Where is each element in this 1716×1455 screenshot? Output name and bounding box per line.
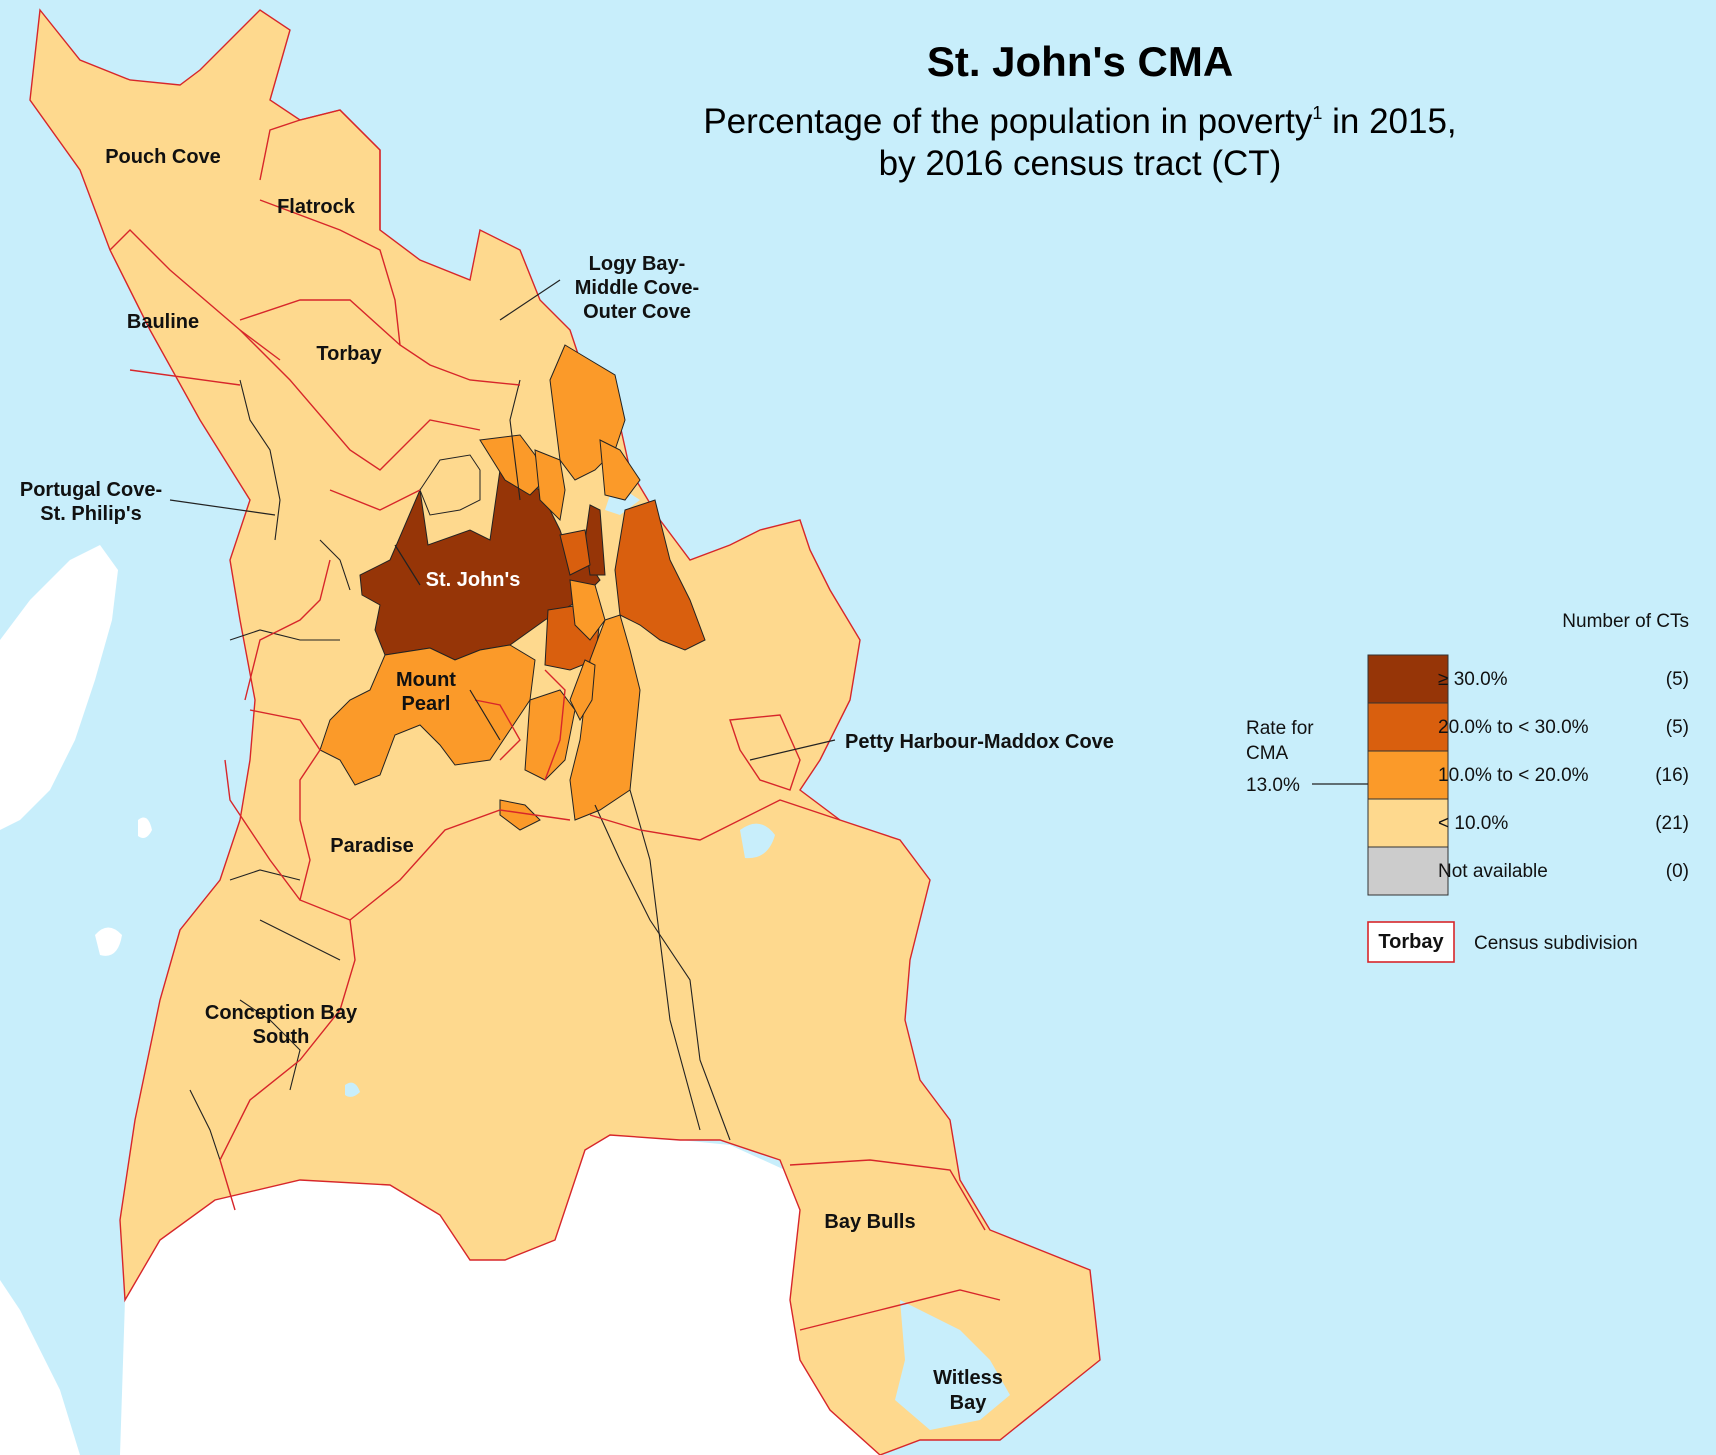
witless-island	[1010, 1351, 1035, 1386]
legend-label-3: 10.0% to < 20.0%	[1438, 765, 1589, 786]
label-bay-bulls: Bay Bulls	[824, 1211, 915, 1233]
legend-count-2: (5)	[1666, 717, 1689, 738]
label-mount-pearl-1: Mount	[396, 669, 456, 691]
leader-petty	[749, 739, 836, 761]
label-torbay: Torbay	[316, 343, 382, 365]
label-portugal-2: St. Philip's	[40, 503, 141, 525]
csd-boundaries	[109, 109, 1001, 1331]
label-logy-2: Middle Cove-	[575, 277, 699, 299]
legend-swatch-3	[1367, 750, 1449, 800]
legend-label-4: < 10.0%	[1438, 813, 1508, 834]
label-logy-1: Logy Bay-	[589, 253, 686, 275]
outside-cma-land	[120, 1135, 880, 1455]
legend-rate-label-2: CMA	[1246, 743, 1289, 764]
ct-mid-mountpearl	[319, 644, 536, 786]
ct-mid-s4	[569, 659, 596, 722]
map-title: St. John's CMA	[927, 38, 1233, 85]
ct-boundaries	[189, 379, 731, 1161]
ct-mid-s3	[569, 579, 606, 641]
legend-csd-sample-box	[1367, 921, 1455, 963]
leader-logy	[499, 279, 561, 321]
ct-d2-1	[614, 499, 706, 651]
southwest-shore	[0, 1280, 80, 1455]
label-cbs-1: Conception Bay	[205, 1002, 358, 1024]
leader-mountpearl	[469, 689, 501, 741]
legend-label-5: Not available	[1438, 861, 1548, 882]
legend-rate-label-1: Rate for	[1246, 718, 1314, 739]
label-portugal-1: Portugal Cove-	[20, 479, 162, 501]
label-cbs-2: South	[253, 1026, 310, 1048]
lake-2	[345, 1082, 360, 1097]
leader-stjohns	[394, 544, 421, 586]
west-island	[0, 545, 118, 830]
ct-mid-n3	[599, 439, 641, 501]
legend-count-4: (21)	[1655, 813, 1689, 834]
witless-bay-inlet	[895, 1300, 1010, 1430]
legend-swatch-1	[1367, 654, 1449, 704]
small-island-2	[138, 817, 152, 838]
legend-swatch-2	[1367, 702, 1449, 752]
label-witless-2: Bay	[950, 1392, 988, 1414]
ct-mid-s2	[499, 799, 541, 831]
label-bauline: Bauline	[127, 311, 199, 333]
legend-csd-label: Census subdivision	[1474, 933, 1638, 954]
map-subtitle-line2: by 2016 census tract (CT)	[879, 144, 1282, 183]
ct-mid-n2	[534, 449, 566, 522]
legend-count-3: (16)	[1655, 765, 1689, 786]
label-paradise: Paradise	[330, 835, 413, 857]
small-island-1	[95, 927, 122, 956]
label-mount-pearl-2: Pearl	[402, 693, 451, 715]
label-st-johns: St. John's	[426, 569, 521, 591]
label-pouch-cove: Pouch Cove	[105, 146, 221, 168]
lake-1	[740, 823, 775, 859]
leader-portugal	[169, 499, 276, 516]
legend: Number of CTs ≥ 30.0% 20.0% to < 30.0% 1…	[1246, 611, 1689, 963]
label-flatrock: Flatrock	[277, 196, 356, 218]
label-witless-1: Witless	[933, 1367, 1003, 1389]
legend-swatch-5	[1367, 846, 1449, 896]
legend-csd-sample: Torbay	[1378, 931, 1444, 953]
legend-swatch-4	[1367, 798, 1449, 848]
map-subtitle-line1: Percentage of the population in poverty1…	[703, 102, 1456, 141]
census-tracts-urban	[319, 344, 706, 831]
legend-count-1: (5)	[1666, 669, 1689, 690]
legend-count-5: (0)	[1666, 861, 1689, 882]
label-logy-3: Outer Cove	[583, 301, 691, 323]
ct-pale-north	[419, 454, 481, 516]
legend-label-2: 20.0% to < 30.0%	[1438, 717, 1589, 738]
legend-header: Number of CTs	[1562, 611, 1689, 632]
legend-rate-value: 13.0%	[1246, 775, 1300, 796]
label-petty-harbour: Petty Harbour-Maddox Cove	[845, 731, 1114, 753]
legend-label-1: ≥ 30.0%	[1438, 669, 1508, 690]
ct-d2-3	[559, 529, 591, 576]
place-labels: Pouch Cove Flatrock Bauline Torbay Logy …	[20, 146, 1114, 1414]
